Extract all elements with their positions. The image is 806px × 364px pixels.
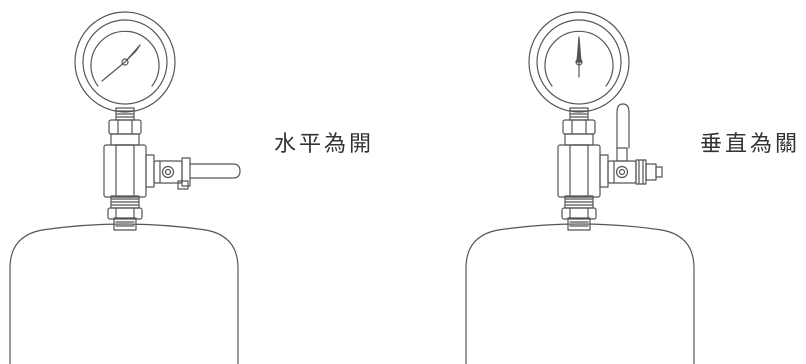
gauge-needle-left <box>101 44 141 82</box>
pressure-gauge-right <box>528 11 630 113</box>
tee-body-right <box>557 144 609 198</box>
bottom-fitting-right <box>561 195 597 231</box>
tee-body-left <box>103 144 155 198</box>
pressure-gauge-left <box>74 11 176 113</box>
top-fitting-left <box>108 107 142 146</box>
ball-valve-closed <box>607 103 663 185</box>
bottom-fitting-left <box>107 195 143 231</box>
label-horizontal-open: 水平為開 <box>274 132 375 157</box>
tank-closed-valve-assembly <box>465 11 695 364</box>
pressure-tank-left <box>9 223 239 364</box>
valve-handle-vertical <box>616 103 630 149</box>
label-vertical-closed: 垂直為關 <box>700 132 801 157</box>
gauge-needle-right <box>576 36 582 78</box>
valve-handle-horizontal <box>189 163 241 179</box>
tank-open-valve-assembly <box>9 11 241 364</box>
pressure-tank-right <box>465 223 695 364</box>
top-fitting-right <box>562 107 596 146</box>
ball-valve-open <box>153 157 241 190</box>
